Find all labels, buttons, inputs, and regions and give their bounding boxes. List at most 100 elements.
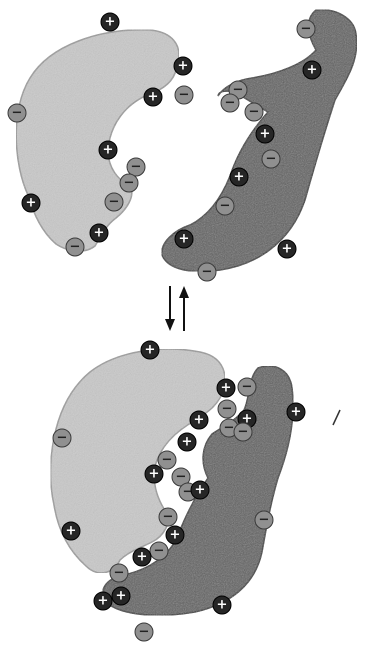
- charge-neg: −: [255, 511, 273, 529]
- svg-text:−: −: [57, 431, 68, 446]
- svg-text:+: +: [217, 598, 228, 613]
- svg-text:+: +: [179, 232, 190, 247]
- svg-text:−: −: [301, 22, 312, 37]
- charge-pos: +: [217, 379, 235, 397]
- charge-neg: −: [234, 423, 252, 441]
- charge-pos: +: [174, 57, 192, 75]
- svg-text:+: +: [137, 550, 148, 565]
- charge-pos: +: [175, 230, 193, 248]
- charge-pos: +: [94, 592, 112, 610]
- svg-text:−: −: [222, 402, 233, 417]
- charge-neg: −: [110, 564, 128, 582]
- svg-text:−: −: [124, 176, 135, 191]
- charge-pos: +: [166, 526, 184, 544]
- charge-pos: +: [303, 61, 321, 79]
- svg-text:+: +: [194, 413, 205, 428]
- charge-pos: +: [190, 411, 208, 429]
- svg-text:−: −: [249, 105, 260, 120]
- separated-state: + + + − − + − − − + + − − + − − − + − + …: [8, 10, 357, 281]
- reverse-arrow: [179, 286, 189, 331]
- svg-text:−: −: [259, 513, 270, 528]
- equilibrium-arrows: [165, 286, 189, 331]
- charge-neg: −: [238, 378, 256, 396]
- forward-arrow: [165, 286, 175, 331]
- charge-neg: −: [175, 86, 193, 104]
- charge-neg: −: [198, 263, 216, 281]
- charge-neg: −: [158, 451, 176, 469]
- charge-pos: +: [144, 88, 162, 106]
- svg-text:−: −: [176, 470, 187, 485]
- svg-text:+: +: [234, 170, 245, 185]
- svg-text:−: −: [12, 106, 23, 121]
- svg-text:+: +: [221, 381, 232, 396]
- svg-text:+: +: [94, 226, 105, 241]
- svg-text:+: +: [105, 15, 116, 30]
- svg-text:+: +: [307, 63, 318, 78]
- charge-pos: +: [141, 341, 159, 359]
- charge-neg: −: [262, 150, 280, 168]
- svg-text:−: −: [109, 195, 120, 210]
- svg-text:+: +: [291, 405, 302, 420]
- charge-pos: +: [112, 587, 130, 605]
- svg-text:−: −: [70, 240, 81, 255]
- charge-neg: −: [66, 238, 84, 256]
- charge-pos: +: [256, 125, 274, 143]
- charge-pos: +: [145, 465, 163, 483]
- charge-pos: +: [99, 141, 117, 159]
- charge-pos: +: [178, 433, 196, 451]
- svg-text:−: −: [238, 425, 249, 440]
- svg-text:−: −: [163, 510, 174, 525]
- charge-neg: −: [127, 158, 145, 176]
- svg-text:−: −: [114, 566, 125, 581]
- svg-text:−: −: [162, 453, 173, 468]
- svg-text:−: −: [154, 544, 165, 559]
- svg-text:−: −: [224, 421, 235, 436]
- svg-text:+: +: [260, 127, 271, 142]
- charge-pos: +: [191, 481, 209, 499]
- charge-neg: −: [120, 174, 138, 192]
- charge-neg: −: [218, 400, 236, 418]
- svg-text:+: +: [170, 528, 181, 543]
- charge-pos: +: [101, 13, 119, 31]
- svg-text:−: −: [242, 380, 253, 395]
- svg-text:−: −: [131, 160, 142, 175]
- charge-neg: −: [221, 94, 239, 112]
- svg-text:−: −: [202, 265, 213, 280]
- charge-neg: −: [135, 623, 153, 641]
- svg-text:+: +: [116, 589, 127, 604]
- svg-text:+: +: [103, 143, 114, 158]
- charge-neg: −: [245, 103, 263, 121]
- complex-state: + + − − + + − − + − + − + − − + − + − + …: [51, 341, 305, 641]
- svg-text:+: +: [66, 524, 77, 539]
- svg-text:−: −: [225, 96, 236, 111]
- charge-neg: −: [159, 508, 177, 526]
- charge-pos: +: [287, 403, 305, 421]
- charge-pos: +: [133, 548, 151, 566]
- charge-neg: −: [297, 20, 315, 38]
- svg-text:+: +: [148, 90, 159, 105]
- stray-mark: [333, 410, 340, 425]
- charge-pos: +: [90, 224, 108, 242]
- svg-text:−: −: [139, 625, 150, 640]
- svg-text:+: +: [178, 59, 189, 74]
- charge-neg: −: [53, 429, 71, 447]
- svg-text:+: +: [26, 196, 37, 211]
- charge-pos: +: [230, 168, 248, 186]
- svg-text:+: +: [195, 483, 206, 498]
- svg-text:−: −: [179, 88, 190, 103]
- charge-neg: −: [8, 104, 26, 122]
- charge-pos: +: [62, 522, 80, 540]
- charge-pos: +: [22, 194, 40, 212]
- light-protein-shape: [16, 30, 179, 251]
- charge-neg: −: [150, 542, 168, 560]
- svg-text:−: −: [220, 199, 231, 214]
- charge-neg: −: [105, 193, 123, 211]
- svg-text:−: −: [266, 152, 277, 167]
- svg-text:+: +: [149, 467, 160, 482]
- charge-pos: +: [278, 240, 296, 258]
- charge-pos: +: [213, 596, 231, 614]
- charge-neg: −: [216, 197, 234, 215]
- svg-text:+: +: [182, 435, 193, 450]
- svg-text:+: +: [282, 242, 293, 257]
